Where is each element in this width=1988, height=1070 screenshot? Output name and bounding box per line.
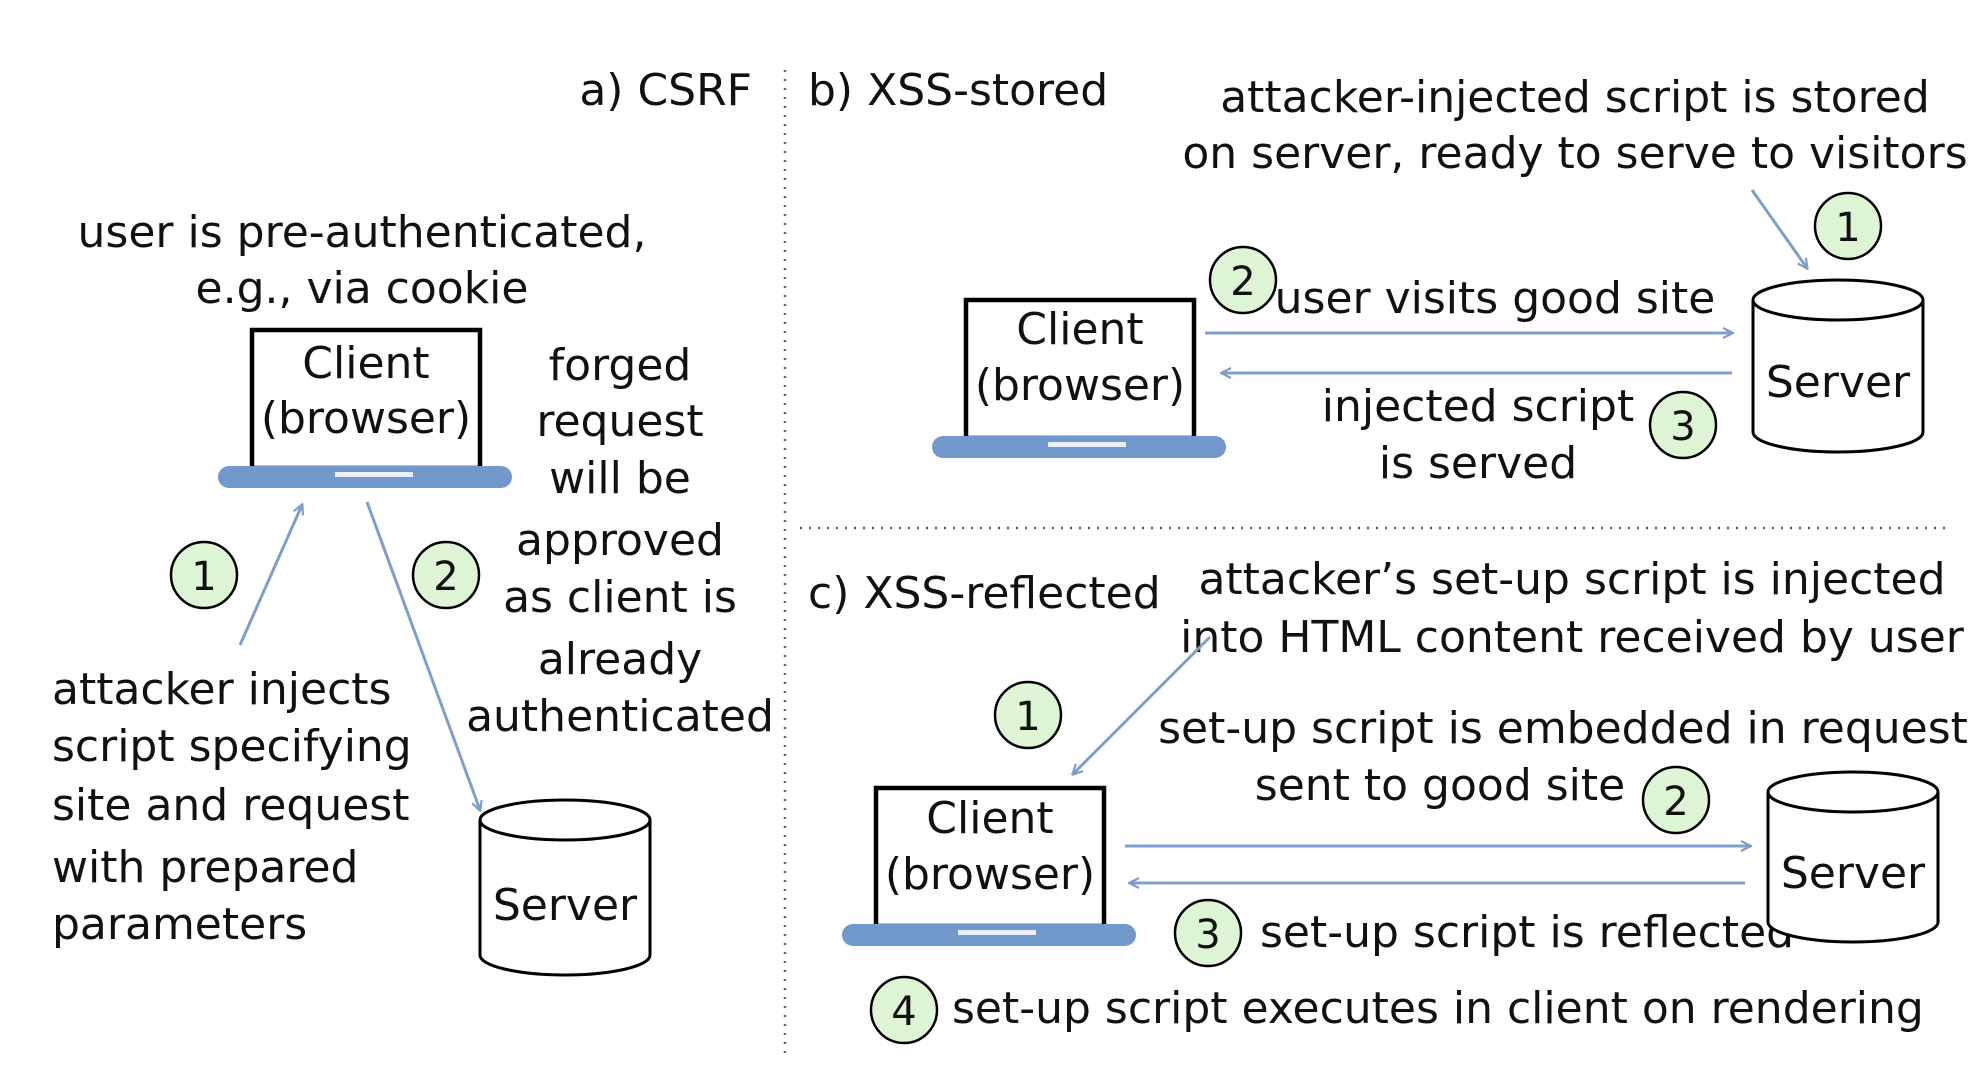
attacker-note-line2: script specifying bbox=[52, 721, 412, 772]
pre-auth-note-line2: e.g., via cookie bbox=[196, 263, 529, 314]
server-cylinder-b: Server bbox=[1751, 278, 1925, 454]
injected-note-line2: into HTML content received by user bbox=[1180, 612, 1965, 663]
svg-text:3: 3 bbox=[1670, 404, 1695, 450]
arrow-attacker-to-client bbox=[1073, 635, 1212, 774]
server-label: Server bbox=[493, 880, 638, 931]
visit-label: user visits good site bbox=[1275, 273, 1716, 324]
client-label-line1: Client bbox=[1016, 304, 1143, 355]
panel-c-title: c) XSS-reflected bbox=[808, 568, 1161, 619]
attacker-note-line5: parameters bbox=[52, 899, 307, 950]
client-label-line1: Client bbox=[302, 338, 429, 389]
forged-note-line1: forged bbox=[549, 340, 692, 391]
svg-text:2: 2 bbox=[1663, 779, 1688, 825]
pre-auth-note-line1: user is pre-authenticated, bbox=[78, 207, 647, 258]
arrow-client-to-server bbox=[365, 501, 480, 810]
svg-text:4: 4 bbox=[891, 989, 916, 1035]
laptop-screen bbox=[963, 297, 1197, 441]
server-label: Server bbox=[1781, 848, 1926, 899]
svg-text:1: 1 bbox=[1015, 694, 1040, 740]
forged-note-line2: request bbox=[536, 396, 703, 447]
client-label-line1: Client bbox=[926, 793, 1053, 844]
panel-a-title: a) CSRF bbox=[579, 65, 752, 116]
forged-note-line5: as client is bbox=[503, 572, 737, 623]
forged-note-line3: will be bbox=[549, 453, 691, 504]
step-badge-1: 1 bbox=[169, 540, 239, 610]
forged-note-line7: authenticated bbox=[466, 691, 774, 742]
svg-text:1: 1 bbox=[1835, 205, 1860, 251]
forged-note-line6: already bbox=[538, 634, 702, 685]
injected-note-line1: attacker’s set-up script is injected bbox=[1198, 554, 1945, 605]
server-cylinder-a: Server bbox=[478, 798, 652, 977]
executes-label: set-up script executes in client on rend… bbox=[952, 983, 1924, 1034]
step-badge-2: 2 bbox=[1208, 245, 1278, 315]
stored-note-line2: on server, ready to serve to visitors bbox=[1182, 128, 1967, 179]
served-note-line1: injected script bbox=[1322, 381, 1634, 432]
step-badge-3: 3 bbox=[1648, 390, 1718, 460]
step-badge-1: 1 bbox=[993, 680, 1063, 750]
server-label: Server bbox=[1766, 357, 1911, 408]
client-laptop-a: Client (browser) bbox=[218, 327, 512, 488]
client-laptop-b: Client (browser) bbox=[932, 297, 1226, 458]
attacker-note-line4: with prepared bbox=[52, 842, 358, 893]
laptop-base-highlight bbox=[335, 472, 413, 477]
panel-xss-stored: b) XSS-stored attacker-injected script i… bbox=[808, 65, 1968, 489]
forged-note-line4: approved bbox=[516, 515, 724, 566]
attacker-note-line3: site and request bbox=[52, 780, 409, 831]
arrow-attacker-to-server bbox=[1750, 189, 1807, 268]
embedded-note-line2: sent to good site bbox=[1255, 760, 1625, 811]
attacker-note-line1: attacker injects bbox=[52, 664, 391, 715]
client-label-line2: (browser) bbox=[885, 849, 1095, 900]
arrow-attacker-to-client bbox=[238, 505, 302, 646]
svg-text:3: 3 bbox=[1195, 912, 1220, 958]
embedded-note-line1: set-up script is embedded in request bbox=[1158, 703, 1968, 754]
client-label-line2: (browser) bbox=[261, 393, 471, 444]
step-badge-4: 4 bbox=[869, 975, 939, 1045]
panel-b-title: b) XSS-stored bbox=[808, 65, 1108, 116]
client-laptop-c: Client (browser) bbox=[842, 785, 1136, 946]
svg-text:1: 1 bbox=[191, 554, 216, 600]
svg-text:2: 2 bbox=[433, 554, 458, 600]
panel-csrf: a) CSRF user is pre-authenticated, e.g.,… bbox=[52, 65, 774, 977]
laptop-base-highlight bbox=[958, 930, 1036, 935]
panel-xss-reflected: c) XSS-reflected attacker’s set-up scrip… bbox=[808, 554, 1968, 1045]
laptop-screen bbox=[873, 785, 1107, 929]
svg-text:2: 2 bbox=[1230, 259, 1255, 305]
stored-note-line1: attacker-injected script is stored bbox=[1220, 72, 1930, 123]
step-badge-2: 2 bbox=[1641, 765, 1711, 835]
step-badge-1: 1 bbox=[1813, 191, 1883, 261]
reflected-label: set-up script is reflected bbox=[1260, 907, 1794, 958]
step-badge-2: 2 bbox=[411, 540, 481, 610]
step-badge-3: 3 bbox=[1173, 898, 1243, 968]
server-cylinder-c: Server bbox=[1766, 770, 1940, 944]
served-note-line2: is served bbox=[1379, 438, 1577, 489]
client-label-line2: (browser) bbox=[975, 360, 1185, 411]
laptop-base-highlight bbox=[1048, 442, 1126, 447]
